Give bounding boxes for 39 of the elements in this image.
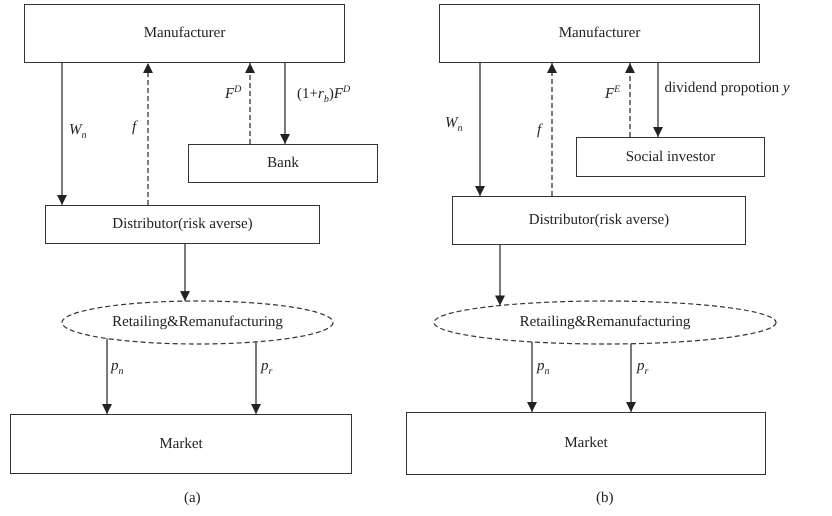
dashed-arrow (625, 63, 635, 137)
arrow (251, 342, 261, 414)
node-label: Bank (267, 155, 299, 172)
entity-box (439, 4, 760, 63)
entity-box (576, 137, 765, 177)
entity-box (45, 205, 320, 244)
node-label: Market (564, 435, 608, 452)
process-ellipse (434, 301, 776, 344)
node-label: Retailing&Remanufacturing (112, 314, 283, 331)
dashed-arrow (245, 63, 255, 144)
arrow (653, 63, 663, 137)
arrow (102, 338, 112, 414)
node-label: Distributor(risk averse) (528, 212, 670, 229)
edge-label: dividend propotion y (662, 79, 792, 97)
arrow (495, 245, 505, 306)
entity-box (24, 4, 345, 63)
edge-label: f (536, 121, 542, 139)
dashed-arrow (547, 63, 557, 196)
node-label: Manufacturer (144, 25, 226, 42)
entity-box (10, 414, 352, 474)
panel-caption: (a) (184, 490, 201, 507)
arrow (626, 344, 636, 412)
node-label: Retailing&Remanufacturing (520, 314, 690, 331)
process-ellipse (62, 301, 333, 344)
arrow (475, 63, 485, 196)
entity-box (188, 144, 378, 183)
entity-box (406, 412, 766, 475)
node-label: Social investor (626, 148, 716, 166)
dashed-arrow (143, 63, 153, 205)
node-label: Manufacturer (558, 25, 640, 42)
arrow (527, 342, 537, 412)
arrow (180, 244, 190, 302)
node-label: Distributor(risk averse) (112, 216, 253, 233)
panel-caption: (b) (596, 490, 614, 507)
arrow (57, 63, 67, 205)
entity-box (452, 196, 746, 245)
arrow (280, 63, 290, 144)
edge-label: f (131, 118, 138, 136)
node-label: Market (159, 436, 203, 452)
